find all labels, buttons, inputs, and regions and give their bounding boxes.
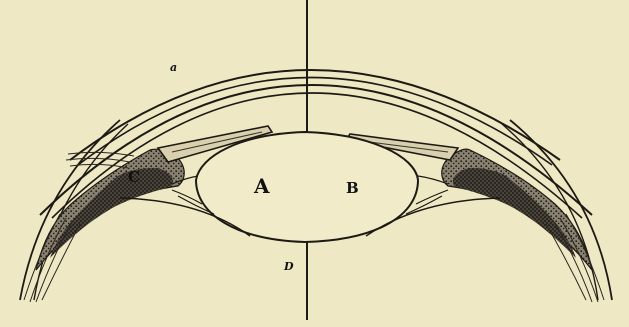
label-B: B — [346, 179, 359, 197]
label-D: D — [283, 260, 294, 273]
label-A: A — [253, 174, 270, 198]
label-C: C — [128, 168, 140, 186]
label-a: a — [170, 61, 177, 74]
